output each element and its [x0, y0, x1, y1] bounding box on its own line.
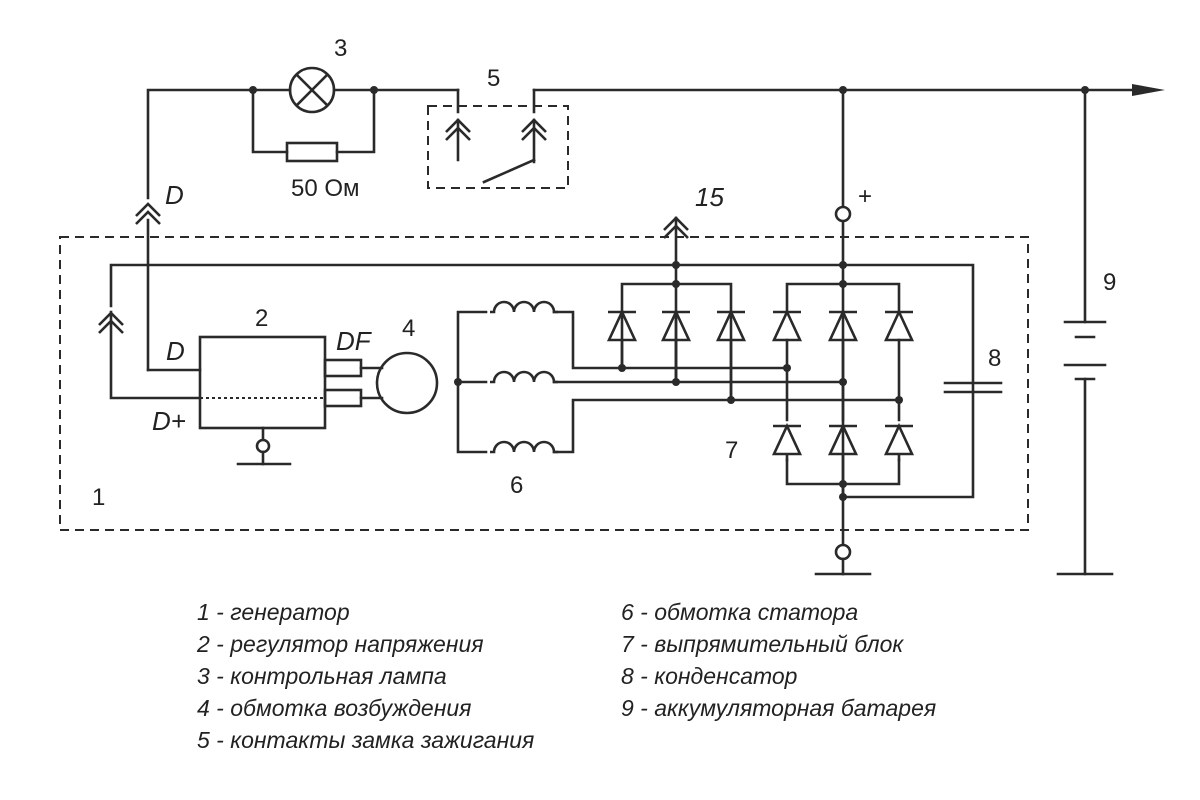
label-switch-number: 5: [487, 65, 500, 92]
output-arrow: [1132, 84, 1165, 96]
plus-terminal: [834, 205, 852, 223]
rectifier-verticals: [620, 338, 901, 422]
df-connector-top: [323, 358, 363, 378]
label-capacitor-number: 8: [988, 345, 1001, 372]
label-terminal-df: DF: [336, 326, 373, 356]
label-field-number: 4: [402, 315, 415, 342]
resistor-50ohm: [285, 141, 339, 163]
legend-item: 9 - аккумуляторная батарея: [621, 695, 937, 721]
label-lamp-number: 3: [334, 35, 347, 62]
junction-dots: [249, 86, 1089, 501]
legend-item: 8 - конденсатор: [621, 663, 798, 689]
legend-left: 1 - генератор 2 - регулятор напряжения 3…: [197, 596, 534, 756]
label-battery-number: 9: [1103, 269, 1116, 296]
stator-star-bus: [456, 310, 488, 454]
ignition-switch-enclosure: [427, 105, 569, 189]
legend-item: 1 - генератор: [197, 599, 350, 625]
wire-dplus: [109, 263, 975, 499]
diode-4: [771, 310, 803, 342]
diode-9: [883, 424, 915, 456]
label-terminal-15: 15: [695, 182, 724, 212]
wire-resistor-bypass: [251, 88, 376, 154]
legend-item: 7 - выпрямительный блок: [621, 631, 904, 657]
stator-phase-2: [552, 310, 845, 384]
stator-coil-3: [488, 440, 560, 454]
legend-item: 3 - контрольная лампа: [197, 663, 447, 689]
label-terminal-d-reg: D: [166, 336, 185, 366]
ground-terminal: [834, 543, 852, 561]
stator-coil-1: [488, 300, 560, 314]
legend-item: 4 - обмотка возбуждения: [197, 695, 472, 721]
wire-field: [359, 366, 384, 400]
field-winding: [375, 351, 439, 415]
df-connector-bottom: [323, 388, 363, 408]
legend-right: 6 - обмотка статора 7 - выпрямительный б…: [621, 596, 936, 724]
label-terminal-d-outer: D: [165, 180, 184, 210]
wire-d-top: [146, 88, 292, 200]
label-plus: +: [858, 183, 872, 210]
legend-item: 6 - обмотка статора: [621, 599, 859, 625]
label-generator-number: 1: [92, 484, 105, 511]
rectifier-lower-legs: [785, 454, 901, 486]
voltage-regulator: [198, 335, 327, 430]
diode-6: [883, 310, 915, 342]
stator-coil-2: [488, 370, 560, 384]
legend-item: 2 - регулятор напряжения: [197, 631, 484, 657]
legend-item: 5 - контакты замка зажигания: [197, 727, 535, 753]
label-regulator-number: 2: [255, 305, 268, 332]
control-lamp: [288, 66, 336, 114]
generator-enclosure: [59, 236, 1029, 531]
label-rectifier-number: 7: [725, 437, 738, 464]
diode-7: [771, 424, 803, 456]
label-terminal-dplus: D+: [152, 406, 186, 436]
label-stator-number: 6: [510, 472, 523, 499]
capacitor: [943, 381, 1003, 394]
regulator-ground-terminal: [255, 438, 271, 454]
switch-blade: [482, 158, 536, 184]
label-resistor: 50 Ом: [291, 175, 360, 202]
